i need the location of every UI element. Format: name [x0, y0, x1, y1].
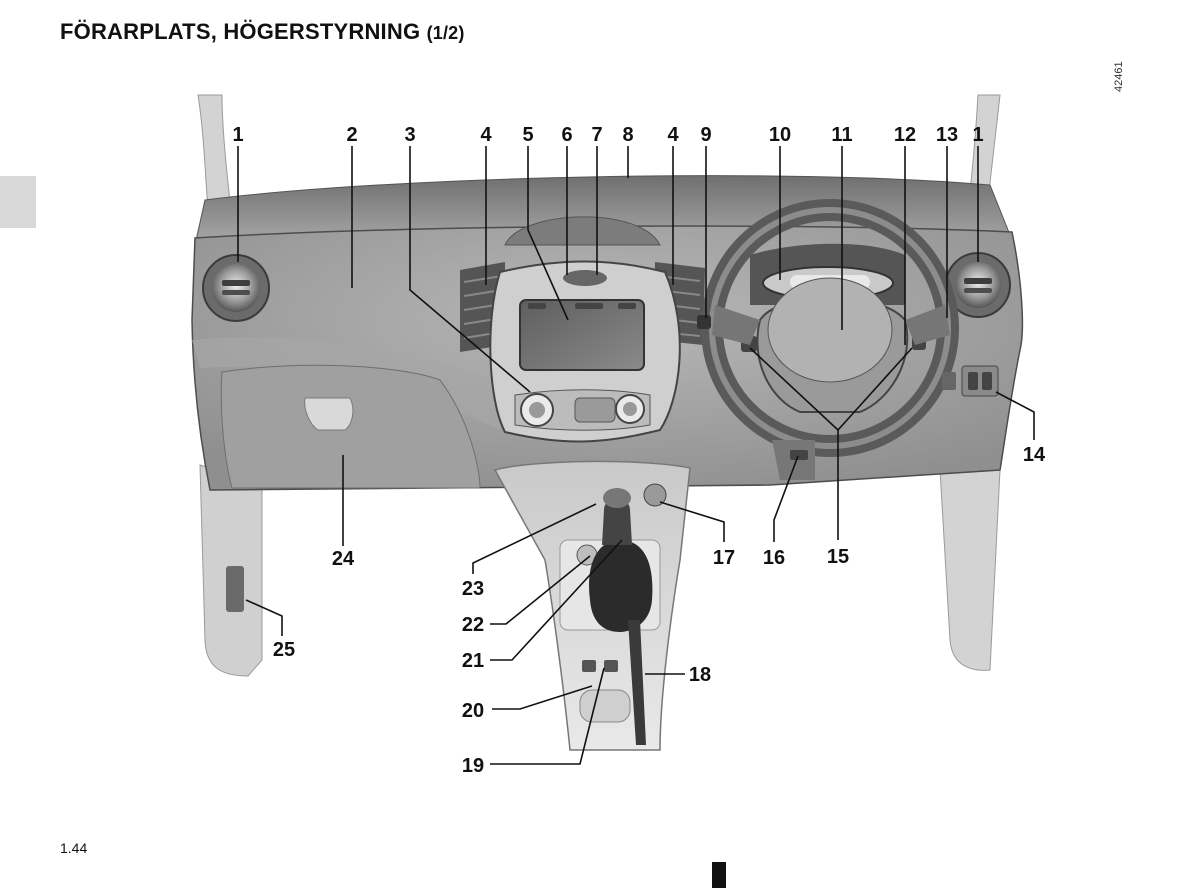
page-title: FÖRARPLATS, HÖGERSTYRNING (1/2)	[60, 19, 465, 45]
upper-storage	[504, 216, 661, 246]
wiper-stalk	[697, 315, 711, 329]
callout-21: 21	[462, 650, 484, 672]
callout-lines	[237, 146, 1035, 765]
callout-15: 15	[827, 546, 849, 568]
callout-9: 9	[700, 124, 711, 146]
left-air-vent	[202, 254, 270, 322]
page-edge-marker	[712, 862, 726, 888]
title-part: (1/2)	[426, 23, 465, 43]
socket-switch	[643, 483, 667, 507]
callout-1-left: 1	[232, 124, 243, 146]
callout-25: 25	[273, 639, 295, 661]
right-switch-panel	[942, 365, 999, 397]
callout-14: 14	[1023, 444, 1046, 466]
callout-17: 17	[713, 547, 735, 569]
callout-22: 22	[462, 614, 484, 636]
title-text: FÖRARPLATS, HÖGERSTYRNING	[60, 19, 421, 44]
callout-7: 7	[591, 124, 602, 146]
center-console	[493, 460, 691, 751]
callout-1-right: 1	[972, 124, 983, 146]
bonnet-release-handle	[226, 566, 244, 612]
multimedia-screen	[519, 299, 645, 371]
callout-11: 11	[831, 124, 852, 146]
glovebox	[220, 364, 481, 489]
multimedia-console	[489, 260, 681, 443]
callout-8: 8	[622, 124, 633, 146]
steering-wheel	[701, 199, 959, 457]
cup-holder	[579, 689, 631, 723]
callout-5: 5	[522, 124, 533, 146]
callout-13: 13	[936, 124, 958, 146]
callout-2: 2	[346, 124, 357, 146]
callout-6: 6	[561, 124, 572, 146]
callout-10: 10	[769, 124, 791, 146]
callout-24: 24	[332, 548, 355, 570]
hazard-switch	[563, 270, 607, 286]
callout-19: 19	[462, 755, 484, 777]
callout-18: 18	[689, 664, 711, 686]
parking-brake-lever	[628, 620, 646, 745]
callout-3: 3	[404, 124, 415, 146]
page-number: 1.44	[60, 840, 88, 856]
callout-4-right: 4	[667, 124, 679, 146]
callout-16: 16	[763, 547, 785, 569]
callout-12: 12	[894, 124, 916, 146]
callout-23: 23	[462, 578, 484, 600]
callout-20: 20	[462, 700, 484, 722]
callout-4-left: 4	[480, 124, 492, 146]
section-tab	[0, 176, 36, 228]
